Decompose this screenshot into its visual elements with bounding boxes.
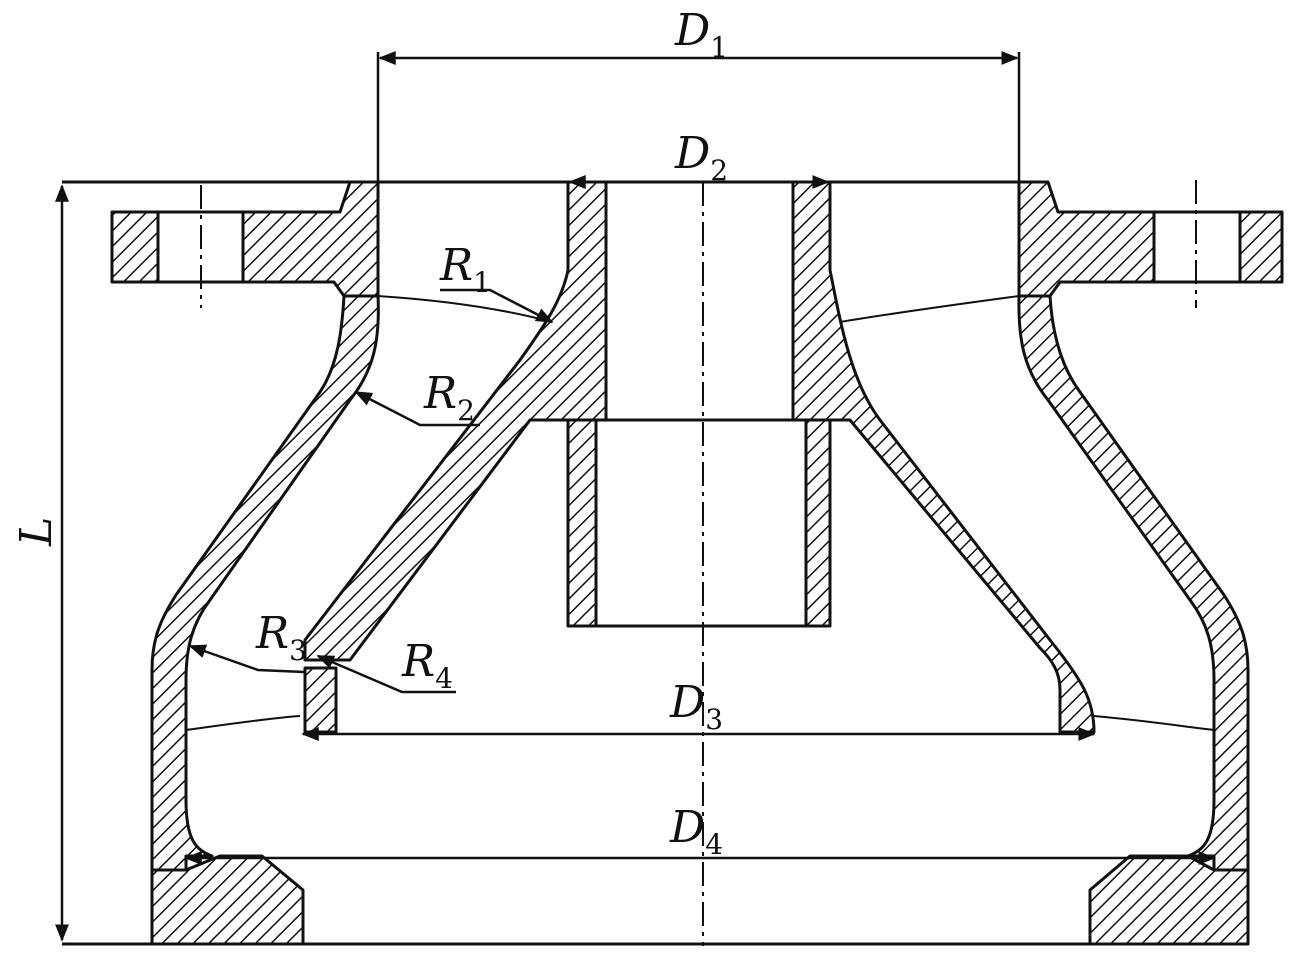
- flow-line-upper-right: [839, 295, 1020, 323]
- hub-bore: [594, 418, 808, 628]
- d4-label: D4: [669, 802, 723, 861]
- left-outer-shell: [150, 294, 380, 872]
- left-guide-ring: [303, 666, 338, 734]
- r3-label: R3: [255, 608, 307, 667]
- r4-label: R4: [401, 636, 453, 695]
- left-flange-outer: [110, 210, 160, 284]
- right-flange-inner: [1017, 180, 1156, 298]
- r4-leader: [316, 654, 456, 694]
- flow-line-upper-left: [377, 295, 553, 323]
- r2-label: R2: [423, 368, 475, 427]
- right-flange-outer: [1238, 210, 1284, 284]
- d1-label: D1: [674, 5, 728, 64]
- left-flange-inner: [241, 180, 380, 298]
- left-inner-diffuser: [303, 180, 608, 662]
- d3-label: D3: [669, 677, 723, 736]
- right-inner-diffuser: [791, 180, 1096, 734]
- left-bottom-foot: [150, 854, 305, 946]
- hub-left-wall: [566, 418, 598, 628]
- l-label: L: [11, 517, 62, 547]
- flow-line-mid-left: [185, 715, 301, 731]
- r3-leader: [188, 644, 305, 674]
- r1-leader: [440, 288, 554, 324]
- right-outer-shell: [1017, 294, 1250, 872]
- d2-label: D2: [674, 128, 728, 187]
- hub-right-wall: [804, 418, 832, 628]
- right-bottom-foot: [1088, 854, 1250, 946]
- r2-leader: [354, 390, 480, 427]
- flow-line-mid-right: [1093, 715, 1215, 731]
- r1-label: R1: [439, 240, 491, 299]
